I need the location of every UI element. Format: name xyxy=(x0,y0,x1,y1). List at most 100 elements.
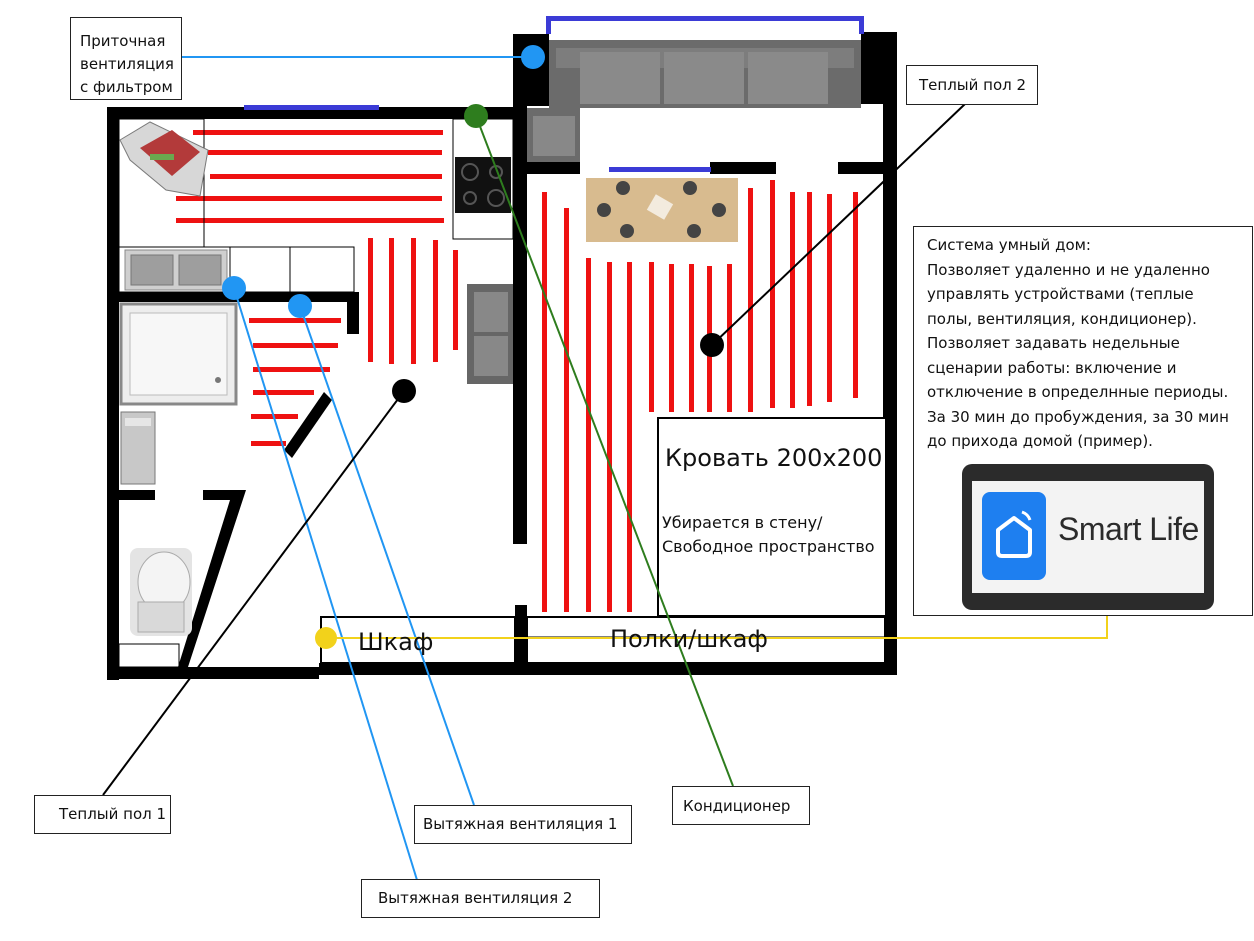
heated-floor-stripe xyxy=(253,367,330,372)
phone-mockup: Smart Life xyxy=(962,464,1214,610)
smart-home-line: отключение в определнные периоды. xyxy=(927,383,1229,401)
heated-floor-stripe xyxy=(453,250,458,350)
wc-cabinet xyxy=(118,643,180,668)
device-markers xyxy=(222,45,724,649)
heated-floor-stripe xyxy=(607,262,612,612)
heated-floor-stripe xyxy=(669,264,674,412)
heated-floor-stripe xyxy=(564,208,569,612)
wall-bottom-right xyxy=(319,663,897,675)
heated-floor-stripe xyxy=(827,194,832,402)
wall-room-divider-mid xyxy=(710,162,776,174)
toilet-icon xyxy=(130,548,192,636)
heated-floor-zones xyxy=(176,130,858,612)
bed-note-line-2: Свободное пространство xyxy=(662,537,875,556)
armchair-icon xyxy=(467,284,513,384)
window-living-side-l xyxy=(546,16,551,34)
smart-home-line: до прихода домой (пример). xyxy=(927,432,1153,450)
window-living-side-r xyxy=(859,16,864,34)
heated-floor-stripe xyxy=(389,238,394,364)
wall-room-divider-left xyxy=(518,162,580,174)
wall-central xyxy=(513,34,527,544)
bed-note-line-1: Убирается в стену/ xyxy=(662,513,823,532)
wall-wc-diagonal xyxy=(178,490,246,667)
heated-floor-stripe xyxy=(251,441,286,446)
heated-floor-stripe xyxy=(208,150,442,155)
connector-lines xyxy=(102,56,1108,881)
sink-icon xyxy=(124,249,228,291)
heated-floor-stripe xyxy=(176,218,444,223)
wall-living-top-left xyxy=(513,34,549,106)
supply-vent-marker xyxy=(521,45,545,69)
wall-bottom xyxy=(107,667,319,679)
heated-floor-stripe xyxy=(748,188,753,412)
callout-supply-line-3: с фильтром xyxy=(80,78,173,96)
callout-air-conditioner: Кондиционер xyxy=(672,786,810,825)
exhaust-vent-2-marker xyxy=(222,276,246,300)
exhaust-vent-1-marker xyxy=(288,294,312,318)
heated-floor-stripe xyxy=(689,264,694,412)
shower-tray-icon xyxy=(119,302,238,406)
heated-floor-stripe xyxy=(790,192,795,408)
wall-bathroom-stub xyxy=(347,292,359,334)
windows xyxy=(244,16,864,172)
floor-heat-2-line xyxy=(711,103,966,346)
heated-floor-stripe xyxy=(727,264,732,412)
window-bedroom xyxy=(609,167,711,172)
callout-floor-heat-1: Теплый пол 1 xyxy=(34,795,171,834)
wall-room-divider-right xyxy=(838,162,896,174)
floor-heat-2-marker xyxy=(700,333,724,357)
shelves-label: Полки/шкаф xyxy=(610,625,768,653)
heated-floor-stripe xyxy=(253,343,338,348)
smart-life-home-icon xyxy=(982,492,1046,580)
heated-floor-stripe xyxy=(433,240,438,362)
exhaust-vent-2-line xyxy=(233,287,418,881)
bed-label: Кровать 200х200 xyxy=(665,444,883,472)
wardrobe-outline xyxy=(320,616,516,664)
air-conditioner-marker xyxy=(464,104,488,128)
smart-life-app-name: Smart Life xyxy=(1058,511,1199,547)
wall-living-top-right xyxy=(861,32,897,104)
callout-floor-heat-2: Теплый пол 2 xyxy=(906,65,1038,105)
heated-floor-stripe xyxy=(853,192,858,398)
heated-floor-stripe xyxy=(193,130,443,135)
heated-floor-stripe xyxy=(586,258,591,612)
smart-home-info-card: Система умный дом: Позволяет удаленно и … xyxy=(913,226,1253,616)
smart-home-line: Позволяет удаленно и не удаленно xyxy=(927,260,1210,279)
smart-home-line: сценарии работы: включение и xyxy=(927,358,1177,377)
heated-floor-stripe xyxy=(176,196,442,201)
callout-supply-ventilation: Приточная вентиляция с фильтром xyxy=(70,17,182,100)
smart-home-link-line xyxy=(326,616,1108,639)
heated-floor-stripe xyxy=(542,192,547,612)
smart-home-link-marker xyxy=(315,627,337,649)
heated-floor-stripe xyxy=(249,318,341,323)
smart-home-line: Позволяет задавать недельные xyxy=(927,334,1180,352)
washer-icon xyxy=(120,411,156,485)
callout-exhaust-ventilation-2: Вытяжная вентиляция 2 xyxy=(361,879,600,918)
smart-home-line: полы, вентиляция, кондиционер). xyxy=(927,309,1197,328)
callout-supply-line-1: Приточная xyxy=(80,32,166,50)
smart-home-line: За 30 мин до пробуждения, за 30 мин xyxy=(927,407,1229,426)
wall-bathroom-diagonal xyxy=(284,392,332,458)
wall-central-lower xyxy=(515,605,527,663)
exhaust-vent-1-line xyxy=(299,305,475,806)
heated-floor-stripe xyxy=(627,262,632,612)
callout-exhaust-ventilation-1: Вытяжная вентиляция 1 xyxy=(414,805,632,844)
smart-home-line: Система умный дом: xyxy=(927,236,1091,254)
heated-floor-stripe xyxy=(411,238,416,364)
heated-floor-stripe xyxy=(210,174,442,179)
heated-floor-stripe xyxy=(253,390,314,395)
heated-floor-stripe xyxy=(368,238,373,362)
armchair-icon xyxy=(527,108,580,162)
phone-screen: Smart Life xyxy=(972,481,1204,593)
smart-home-line: управлять устройствами (теплые xyxy=(927,285,1194,303)
dining-table-icon xyxy=(586,178,738,242)
wall-wc-top xyxy=(119,490,155,500)
shelves-outline xyxy=(526,616,886,664)
callout-supply-line-2: вентиляция xyxy=(80,55,174,73)
heated-floor-stripe xyxy=(807,192,812,406)
window-living xyxy=(546,16,864,21)
wall-outer-left xyxy=(107,107,119,680)
wall-kitchen-top xyxy=(107,107,515,119)
floor-heat-1-line xyxy=(102,390,405,796)
